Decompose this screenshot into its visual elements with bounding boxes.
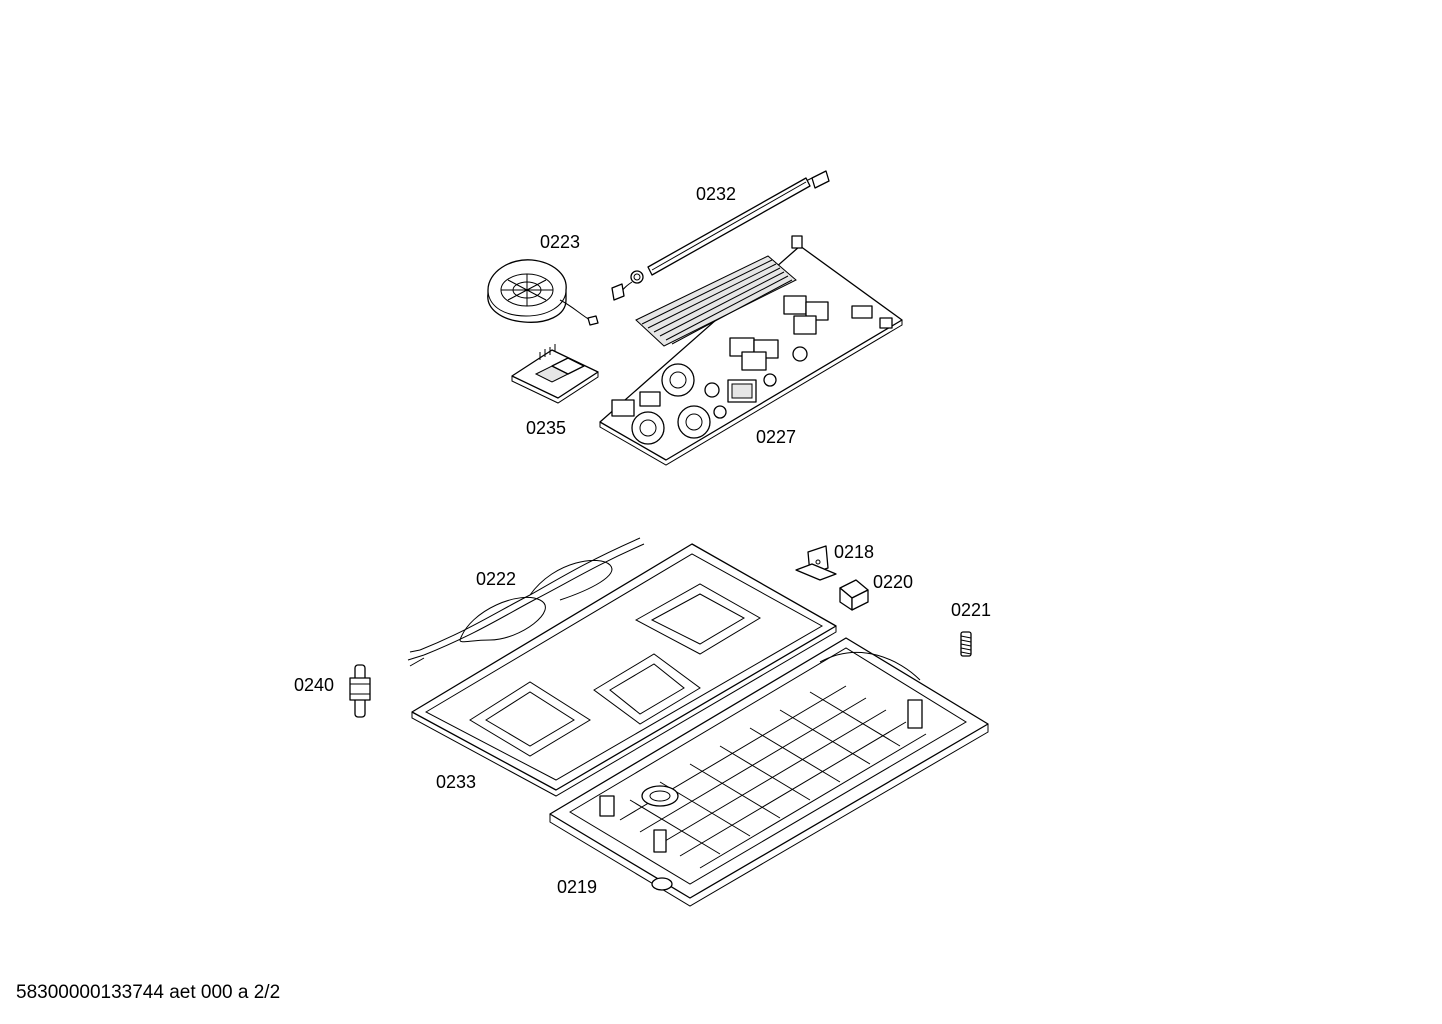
part-0218-bracket[interactable] — [795, 545, 837, 581]
part-0227-main-pcb[interactable] — [599, 235, 903, 466]
part-0223-fan[interactable] — [487, 259, 599, 326]
label-0240: 0240 — [294, 675, 335, 695]
document-id-footer: 58300000133744 aet 000 a 2/2 — [16, 982, 281, 1003]
part-0220-clip[interactable] — [839, 579, 869, 611]
label-0227: 0227 — [756, 427, 797, 447]
label-0233: 0233 — [436, 772, 477, 792]
label-0235: 0235 — [526, 418, 567, 438]
label-0232: 0232 — [696, 184, 737, 204]
label-0222: 0222 — [476, 569, 517, 589]
label-0221: 0221 — [951, 600, 992, 620]
label-0223: 0223 — [540, 232, 581, 252]
part-0221-spring[interactable] — [960, 631, 972, 657]
part-0233-heating-plate[interactable] — [411, 543, 837, 797]
label-0219: 0219 — [557, 877, 598, 897]
label-0218: 0218 — [834, 542, 875, 562]
part-0219-base-tray[interactable] — [549, 637, 989, 907]
part-0222-cable[interactable] — [407, 537, 645, 667]
part-0240-foot[interactable] — [349, 664, 371, 718]
label-0220: 0220 — [873, 572, 914, 592]
part-0235-module[interactable] — [511, 344, 599, 404]
part-0232-cable-harness[interactable] — [611, 170, 830, 301]
